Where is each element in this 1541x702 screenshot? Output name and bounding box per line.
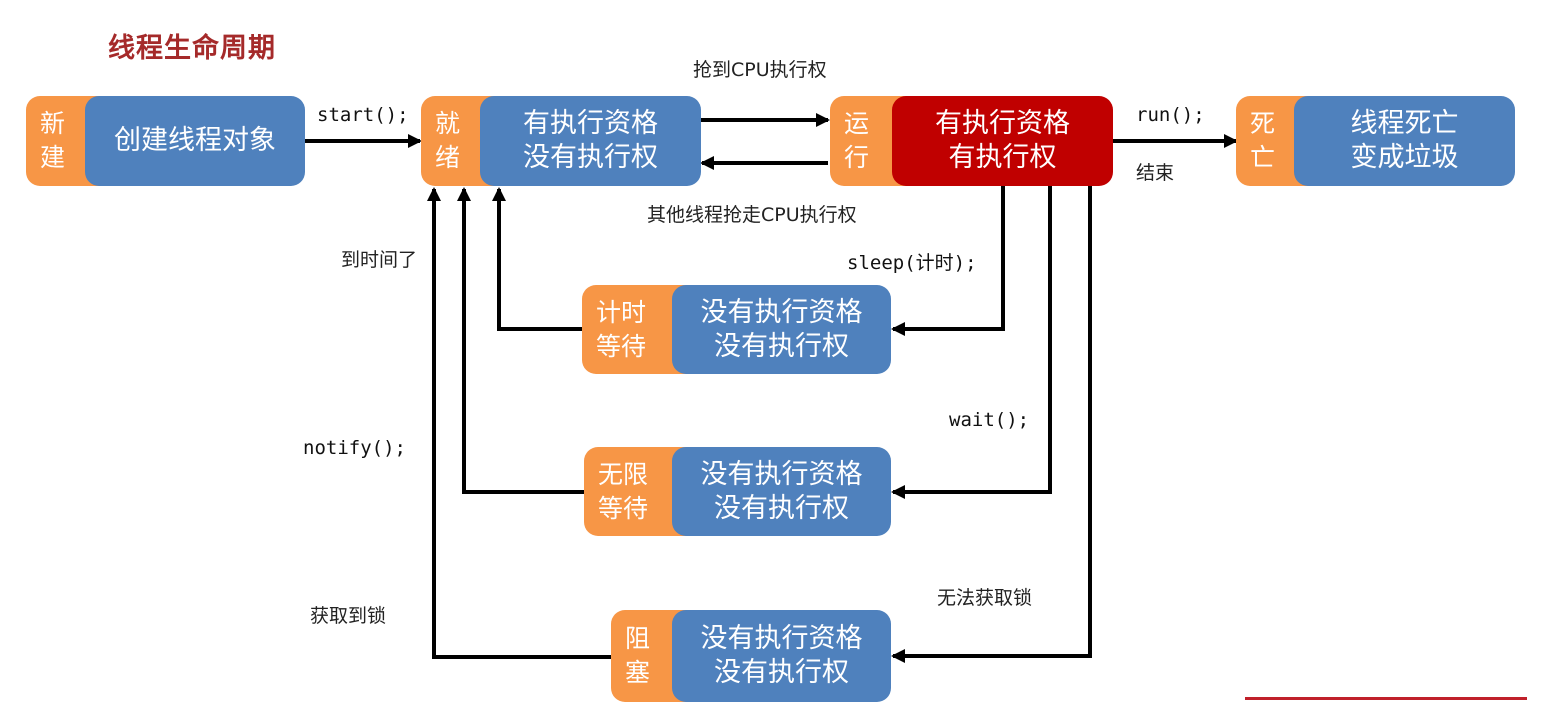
body-line: 没有执行资格 xyxy=(700,458,863,490)
body-line: 没有执行权 xyxy=(714,330,849,362)
body-line: 没有执行资格 xyxy=(700,623,863,654)
state-terminated: 死 亡 线程死亡 变成垃圾 xyxy=(1236,96,1515,186)
body-line: 没有执行权 xyxy=(714,657,849,688)
arrow-no-lock xyxy=(891,186,1092,663)
tag-line: 等待 xyxy=(596,331,647,361)
label-start: start(); xyxy=(317,104,409,126)
tag-line: 行 xyxy=(844,143,870,172)
arrow-time-up xyxy=(492,187,582,331)
tag-line: 计时 xyxy=(596,297,647,327)
body-line: 没有执行资格 xyxy=(700,296,863,328)
label-got-lock: 获取到锁 xyxy=(310,605,387,627)
label-lose-cpu: 其他线程抢走CPU执行权 xyxy=(647,204,857,226)
tag-line: 塞 xyxy=(625,658,651,687)
state-blocked: 阻 塞 没有执行资格 没有执行权 xyxy=(611,610,891,702)
body-line: 有执行资格 xyxy=(935,108,1070,139)
arrow-notify xyxy=(457,187,584,494)
state-body: 没有执行资格 没有执行权 xyxy=(672,610,891,702)
footer-divider xyxy=(1245,697,1527,700)
label-get-cpu: 抢到CPU执行权 xyxy=(693,59,827,81)
body-line: 没有执行权 xyxy=(714,492,849,524)
body-line: 线程死亡 xyxy=(1350,108,1459,139)
label-wait: wait(); xyxy=(949,409,1030,431)
tag-line: 阻 xyxy=(625,624,651,653)
label-time-up: 到时间了 xyxy=(341,249,418,271)
state-body: 没有执行资格 没有执行权 xyxy=(672,447,891,536)
state-body: 创建线程对象 xyxy=(85,96,305,186)
state-body: 有执行资格 有执行权 xyxy=(892,96,1113,186)
tag-line: 新 xyxy=(40,109,66,138)
label-no-lock: 无法获取锁 xyxy=(937,587,1033,609)
state-body: 线程死亡 变成垃圾 xyxy=(1294,96,1515,186)
tag-line: 等待 xyxy=(598,493,649,523)
arrow-sleep xyxy=(891,186,1005,336)
state-new: 新 建 创建线程对象 xyxy=(26,96,305,186)
tag-line: 无限 xyxy=(598,459,649,489)
body-line: 创建线程对象 xyxy=(114,125,276,156)
label-run: run(); xyxy=(1136,104,1205,126)
arrow-got-lock xyxy=(427,187,611,659)
tag-line: 建 xyxy=(40,143,66,172)
body-line: 没有执行权 xyxy=(523,142,658,173)
tag-line: 绪 xyxy=(435,143,461,172)
tag-line: 死 xyxy=(1250,109,1276,138)
diagram-title: 线程生命周期 xyxy=(108,33,276,64)
label-sleep: sleep(计时); xyxy=(847,252,977,274)
state-timed-waiting: 计时 等待 没有执行资格 没有执行权 xyxy=(582,285,891,374)
state-running: 运 行 有执行资格 有执行权 xyxy=(830,96,1113,186)
state-body: 有执行资格 没有执行权 xyxy=(480,96,701,186)
arrow-wait xyxy=(891,186,1052,499)
state-body: 没有执行资格 没有执行权 xyxy=(672,285,891,374)
state-runnable: 就 绪 有执行资格 没有执行权 xyxy=(421,96,701,186)
label-end: 结束 xyxy=(1136,162,1175,184)
tag-line: 运 xyxy=(844,109,870,138)
tag-line: 就 xyxy=(435,109,461,138)
body-line: 有执行资格 xyxy=(523,108,658,139)
body-line: 变成垃圾 xyxy=(1350,142,1459,173)
state-waiting: 无限 等待 没有执行资格 没有执行权 xyxy=(584,447,891,536)
tag-line: 亡 xyxy=(1250,143,1276,172)
label-notify: notify(); xyxy=(303,437,406,459)
body-line: 有执行权 xyxy=(948,142,1057,173)
